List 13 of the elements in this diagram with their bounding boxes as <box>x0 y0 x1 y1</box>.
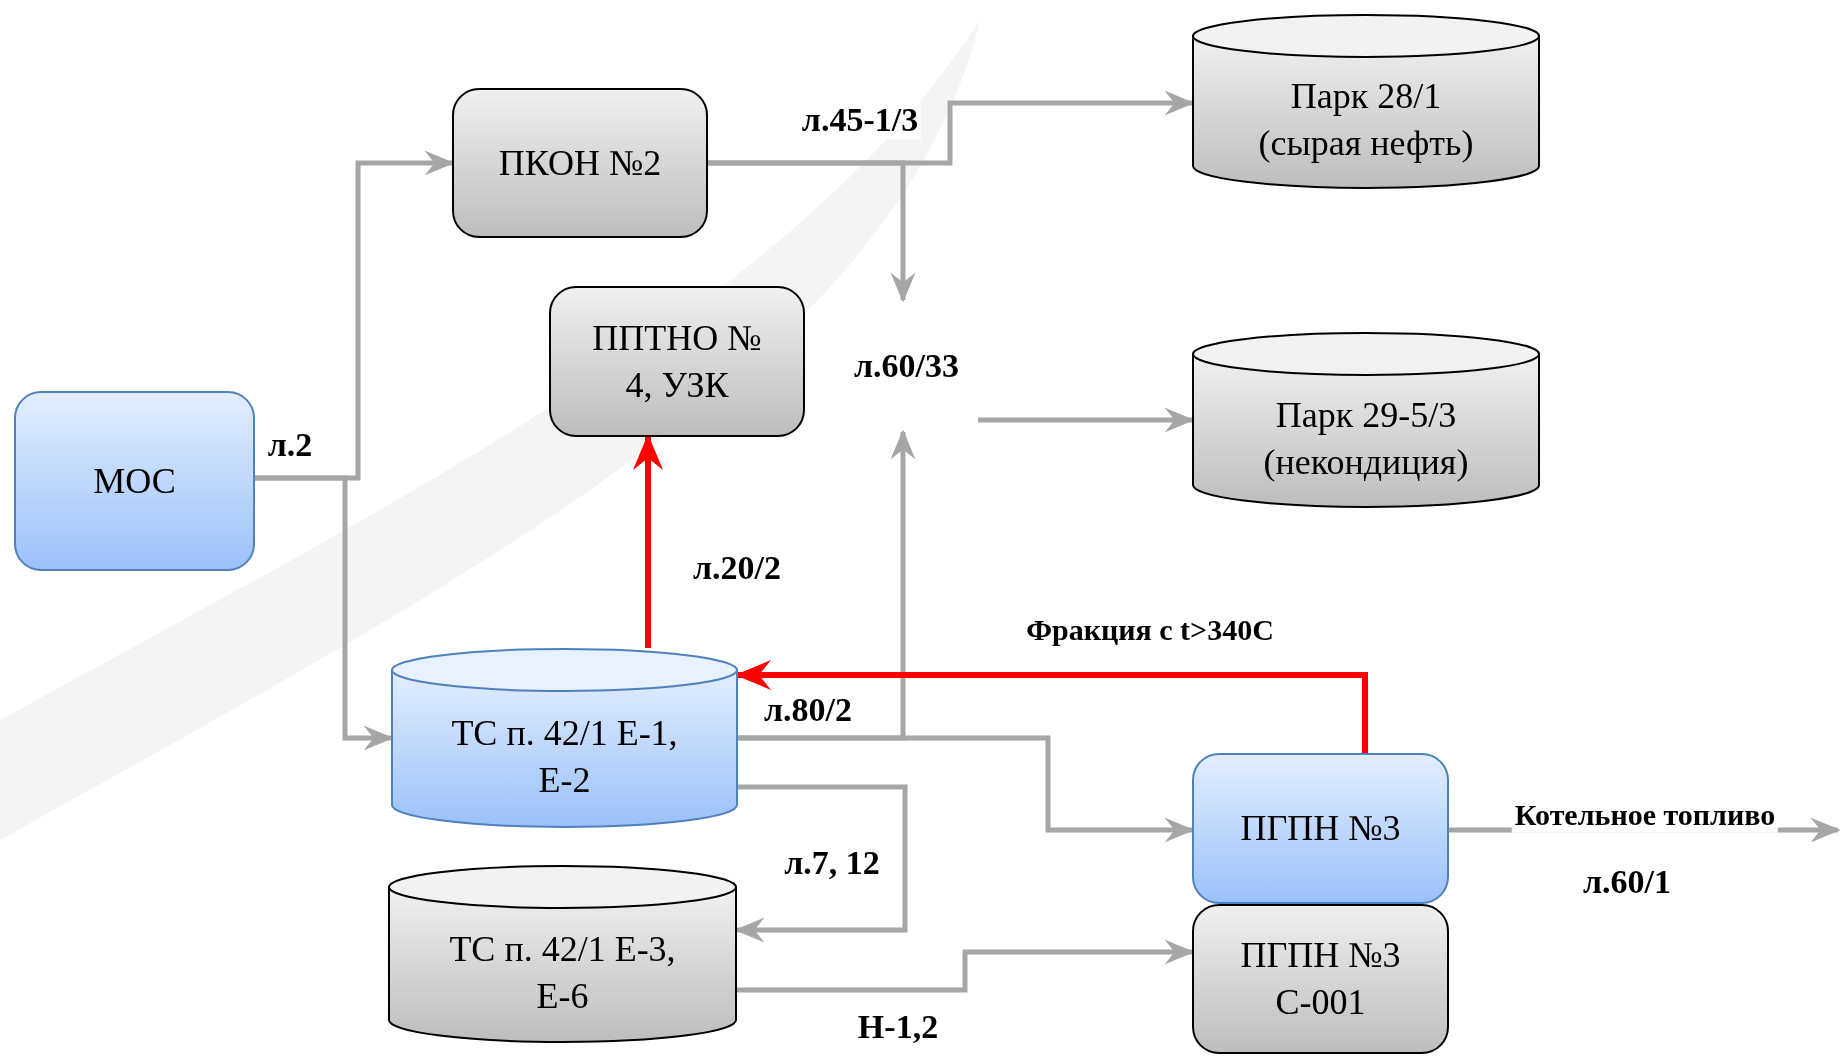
node-label: ТС п. 42/1 Е-3, Е-6 <box>448 927 677 1018</box>
flow-arrow <box>255 475 394 751</box>
node-label: ТС п. 42/1 Е-1, Е-2 <box>450 711 679 802</box>
node-label: ПКОН №2 <box>498 141 662 185</box>
node-label: МОС <box>93 459 176 503</box>
line-label: л.60/33 <box>854 345 959 386</box>
flow-arrow <box>978 407 1195 433</box>
node-label: ПГПН №3 <box>1240 807 1401 851</box>
node-label: ПГПН №3 С-001 <box>1239 934 1402 1024</box>
node-label: Парк 28/1 (сырая нефть) <box>1257 75 1475 165</box>
node-label: Парк 29-5/3 (некондиция) <box>1262 393 1470 484</box>
flow-arrow <box>708 160 916 303</box>
node-label: ППТНО № 4, УЗК <box>591 316 763 407</box>
